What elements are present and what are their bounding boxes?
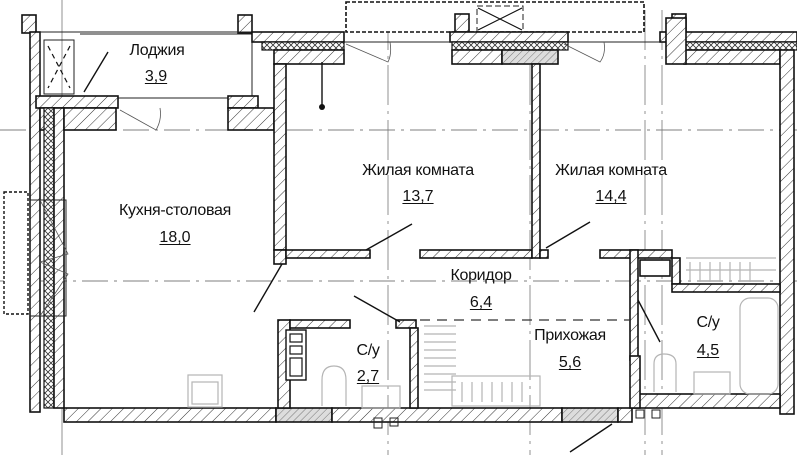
room-name-loggia: Лоджия — [129, 42, 185, 59]
room-area-bathroom-1: 2,7 — [356, 368, 380, 385]
interior-walls — [273, 63, 781, 409]
exterior-walls — [3, 17, 797, 429]
room-name-living-2: Жилая комната — [555, 162, 667, 179]
door-swings — [253, 62, 661, 453]
room-area-kitchen: 18,0 — [159, 229, 191, 246]
room-area-bathroom-2: 4,5 — [696, 342, 720, 359]
room-area-living-2: 14,4 — [595, 188, 627, 205]
room-area-hallway: 5,6 — [558, 354, 582, 371]
loggia-structure — [21, 14, 259, 413]
top-balcony — [345, 1, 687, 33]
room-name-hallway: Прихожая — [534, 327, 606, 344]
room-area-corridor: 6,4 — [469, 294, 493, 311]
room-area-loggia: 3,9 — [144, 68, 168, 85]
room-name-living-1: Жилая комната — [362, 162, 474, 179]
room-name-kitchen: Кухня-столовая — [119, 202, 231, 219]
room-name-bathroom-2: С/у — [696, 314, 720, 331]
room-name-corridor: Коридор — [450, 267, 512, 284]
fixtures — [187, 257, 779, 409]
room-name-bathroom-1: С/у — [356, 342, 380, 359]
room-area-living-1: 13,7 — [402, 188, 434, 205]
